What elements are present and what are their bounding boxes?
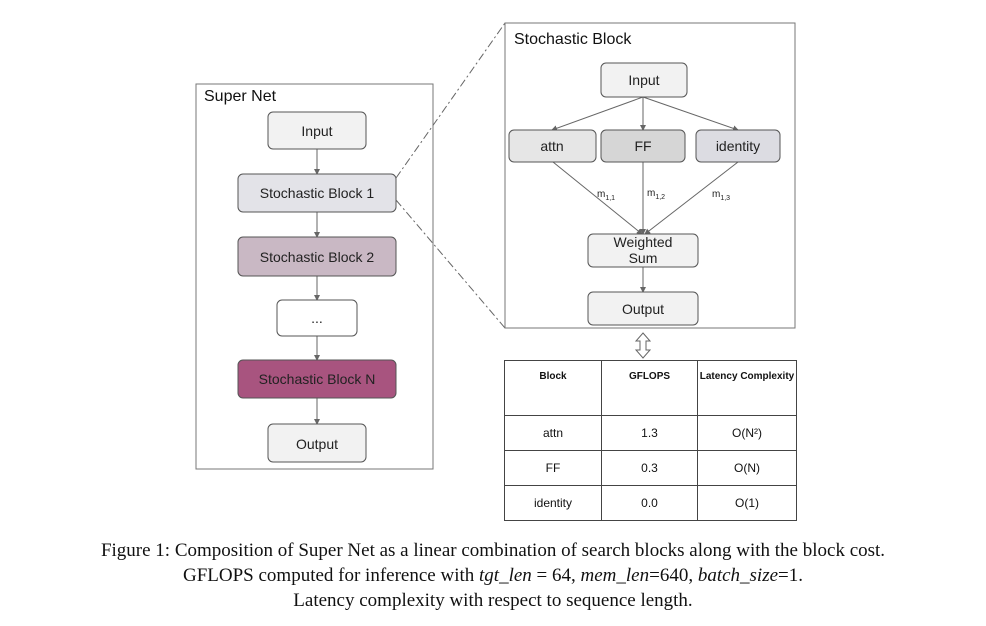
- figure-caption: Figure 1: Composition of Super Net as a …: [0, 538, 986, 613]
- sb-identity-box: [695, 129, 781, 163]
- table-row: FF 0.3 O(N): [504, 450, 797, 486]
- cell-gflops: 0.0: [601, 485, 698, 521]
- sn-block2-label: Stochastic Block 2: [260, 249, 375, 265]
- sn-blockN-box: [237, 359, 397, 399]
- super-net-title: Super Net: [204, 88, 277, 105]
- sn-ellipsis-box: [276, 299, 358, 337]
- sn-block1-label: Stochastic Block 1: [260, 185, 375, 201]
- sb-input-box: [600, 62, 688, 98]
- sb-output-box: [587, 291, 699, 326]
- header-block: Block: [504, 360, 602, 416]
- cell-block: identity: [504, 485, 602, 521]
- super-net-frame: [195, 83, 434, 470]
- sb-input-label: Input: [628, 72, 659, 88]
- sn-input-box: [267, 111, 367, 150]
- caption-line-3: Latency complexity with respect to seque…: [293, 590, 693, 611]
- stochastic-block-title: Stochastic Block: [514, 31, 632, 48]
- sn-input-label: Input: [301, 123, 332, 139]
- block-cost-table: Block GFLOPS Latency Complexity attn 1.3…: [504, 360, 797, 521]
- var-batch-size: batch_size: [697, 565, 779, 586]
- zoom-line-top: [395, 22, 506, 179]
- sb-wsum-box: [587, 233, 699, 268]
- edge-sbinput-attn: [551, 96, 644, 132]
- double-arrow-icon: [634, 332, 652, 359]
- table-row: identity 0.0 O(1): [504, 485, 797, 521]
- cell-latency: O(1): [697, 485, 797, 521]
- cell-block: attn: [504, 415, 602, 451]
- sb-ff-label: FF: [634, 138, 651, 154]
- sb-attn-box: [508, 129, 597, 163]
- sn-block1-box: [237, 173, 397, 213]
- table-header-row: Block GFLOPS Latency Complexity: [504, 360, 797, 416]
- sn-ellipsis-label: ...: [311, 310, 323, 326]
- cell-block: FF: [504, 450, 602, 486]
- header-latency: Latency Complexity: [697, 360, 797, 416]
- weight-label-m12: m1,2: [647, 188, 665, 201]
- stochastic-block-edges: [551, 96, 739, 293]
- sn-block2-box: [237, 236, 397, 277]
- cell-latency: O(N): [697, 450, 797, 486]
- weight-label-m11: m1,1: [597, 189, 615, 202]
- sb-attn-label: attn: [540, 138, 563, 154]
- edge-sbinput-identity: [642, 96, 739, 132]
- caption-line-2: GFLOPS computed for inference with tgt_l…: [182, 565, 804, 586]
- var-mem-len: mem_len: [580, 565, 650, 586]
- sb-identity-label: identity: [716, 138, 760, 154]
- sb-ff-box: [600, 129, 686, 163]
- cell-latency: O(N²): [697, 415, 797, 451]
- zoom-line-bottom: [395, 199, 506, 329]
- header-gflops: GFLOPS: [601, 360, 698, 416]
- sn-output-box: [267, 423, 367, 463]
- super-net-nodes: Input Stochastic Block 1 Stochastic Bloc…: [237, 111, 397, 463]
- architecture-diagram: Super Net Input Stochastic Block 1 Stoch…: [195, 22, 796, 470]
- zoom-connector-lines: [395, 22, 506, 329]
- edge-attn-wsum: [552, 161, 643, 235]
- cell-gflops: 1.3: [601, 415, 698, 451]
- cell-gflops: 0.3: [601, 450, 698, 486]
- var-tgt-len: tgt_len: [479, 565, 532, 586]
- caption-line-1: Figure 1: Composition of Super Net as a …: [100, 540, 886, 561]
- sb-output-label: Output: [622, 301, 664, 317]
- sn-output-label: Output: [296, 436, 338, 452]
- table-row: attn 1.3 O(N²): [504, 415, 797, 451]
- stochastic-block-frame: [504, 22, 796, 329]
- weight-label-m13: m1,3: [712, 189, 730, 202]
- sn-blockN-label: Stochastic Block N: [259, 371, 376, 387]
- edge-identity-wsum: [644, 161, 739, 235]
